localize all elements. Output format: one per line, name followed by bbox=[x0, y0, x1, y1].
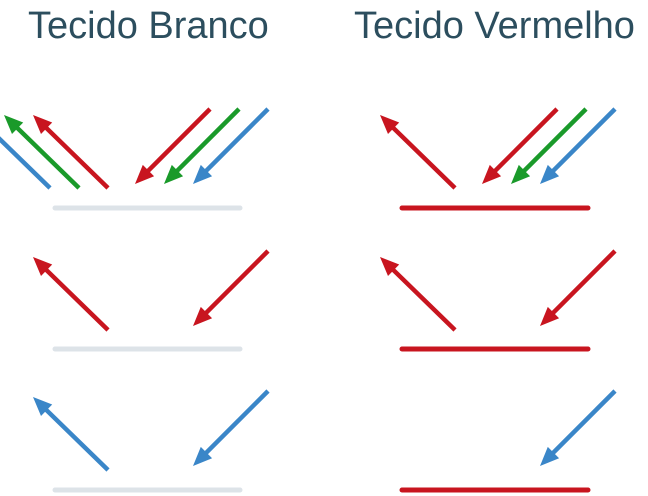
title-red-fabric: Tecido Vermelho bbox=[354, 5, 635, 47]
incident-ray-green bbox=[511, 107, 588, 184]
incident-ray-blue bbox=[193, 389, 270, 466]
reflected-ray-red bbox=[380, 257, 457, 332]
reflected-ray-red bbox=[380, 115, 457, 190]
incident-ray-red bbox=[135, 107, 212, 184]
reflected-ray-red bbox=[33, 257, 110, 332]
reflected-ray-red bbox=[33, 115, 110, 190]
incident-ray-blue bbox=[193, 107, 270, 184]
incident-ray-green bbox=[164, 107, 241, 184]
incident-ray-red bbox=[540, 249, 617, 326]
reflected-ray-blue bbox=[33, 397, 110, 472]
incident-ray-blue bbox=[540, 107, 617, 184]
reflected-ray-green bbox=[4, 115, 81, 190]
incident-ray-red bbox=[193, 249, 270, 326]
incident-ray-blue bbox=[540, 389, 617, 466]
reflected-ray-blue bbox=[0, 136, 52, 190]
title-white-fabric: Tecido Branco bbox=[28, 5, 269, 47]
incident-ray-red bbox=[482, 107, 559, 184]
